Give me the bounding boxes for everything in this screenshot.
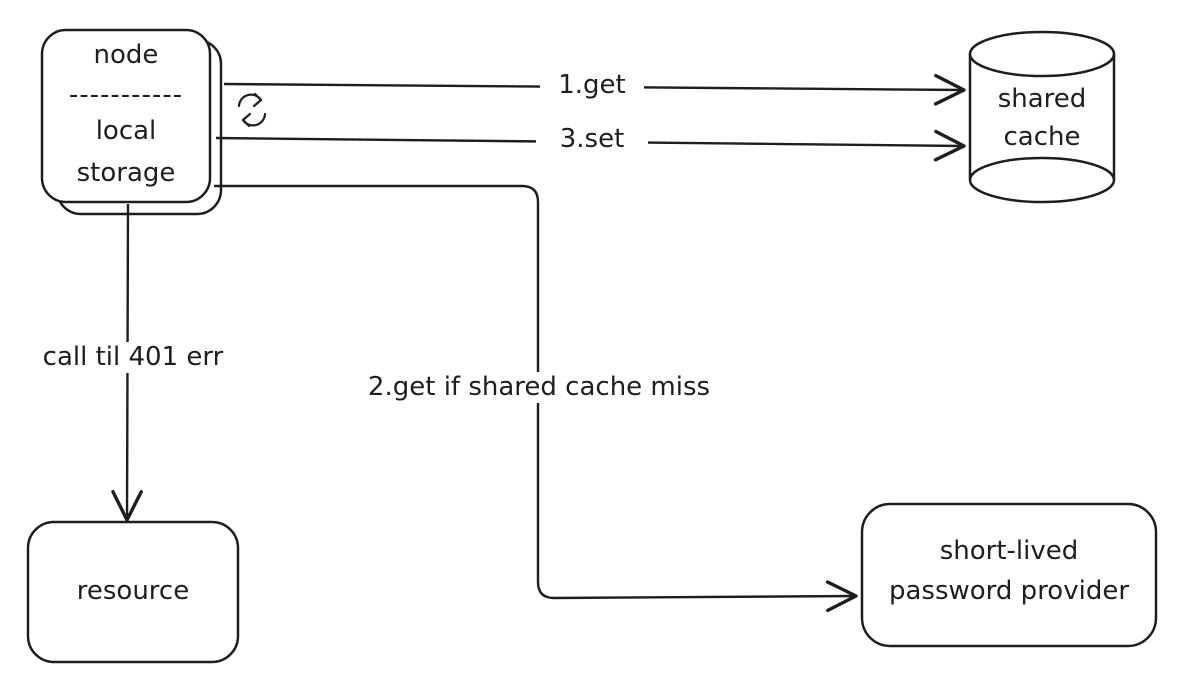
provider-box [860, 502, 1158, 648]
shared-cache-label-line2: cache [1003, 122, 1081, 152]
resource-box [26, 520, 240, 664]
edge-fallback-label: 2.get if shared cache miss [328, 372, 750, 404]
provider-label-line2: password provider [888, 576, 1130, 606]
edge-call-label: call til 401 err [14, 342, 252, 374]
shared-cache-cylinder [968, 30, 1116, 204]
edge-set-label: 3.set [536, 124, 648, 156]
provider-label-line1: short-lived [939, 536, 1079, 566]
node-subtitle-storage: storage [76, 158, 176, 188]
node-title: node [93, 40, 159, 70]
node-box [40, 28, 223, 216]
node-divider: ----------- [68, 80, 184, 110]
edge-get-label: 1.get [540, 70, 644, 102]
refresh-icon [237, 92, 267, 128]
node-subtitle-local: local [95, 116, 157, 146]
shared-cache-label-line1: shared [997, 84, 1087, 114]
resource-label: resource [76, 576, 190, 606]
